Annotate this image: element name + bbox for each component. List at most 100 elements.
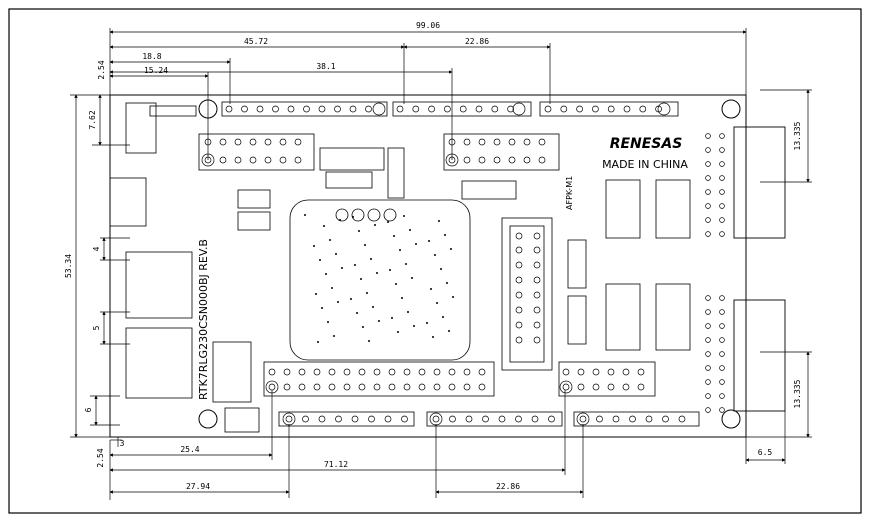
pin [373,368,381,376]
via [360,278,362,280]
pin [256,105,264,113]
pin [493,138,501,146]
via [317,341,319,343]
pin [719,309,725,315]
pin [515,291,523,299]
via [354,264,356,266]
pin [662,415,669,423]
header-upper-left [198,133,315,171]
dim-22-86-bottom: 22.86 [496,482,520,491]
pin [478,156,486,164]
pin [279,138,287,146]
pin [508,138,516,146]
pin [388,368,396,376]
pin [475,105,483,113]
pin [234,138,242,146]
pin [463,138,471,146]
left-components [109,102,271,433]
via [415,243,417,245]
via [426,322,428,324]
pin [523,156,531,164]
dim-71-12: 71.12 [324,460,348,469]
pin [507,105,514,113]
pin [428,105,435,113]
pin [607,383,615,391]
via [376,272,378,274]
via [378,320,380,322]
via [440,268,442,270]
dim-overall-height: 53.34 [64,254,73,278]
right-edge-pins [705,133,725,413]
via [442,316,444,318]
pin [705,337,711,343]
via [430,288,432,290]
pin [498,415,506,423]
jst-connectors [567,179,691,351]
header-bottom-2 [426,411,563,427]
pin [719,393,725,399]
pin [629,415,636,423]
header-top-2 [392,101,532,117]
pin [533,276,541,284]
dim-22-86-top: 22.86 [465,37,489,46]
via [372,306,374,308]
pin [533,261,541,269]
pin [560,105,568,113]
pin [285,415,293,423]
via [411,277,413,279]
pin [705,351,711,357]
pin [719,295,725,301]
pin [719,323,725,329]
via [399,249,401,251]
pin-1-marker [429,412,443,426]
via [335,253,337,255]
pin [623,105,631,113]
via [333,335,335,337]
via [358,230,360,232]
via [452,296,454,298]
dim-3: 3 [120,439,125,448]
dim-left-2-54-bottom: 2.54 [96,448,105,467]
pin [328,368,336,376]
pin [531,415,539,423]
dim-4: 4 [92,246,101,251]
pin [268,368,276,376]
dim-7-62: 7.62 [88,110,97,129]
pin [705,203,711,209]
via [331,287,333,289]
via [370,258,372,260]
via [325,273,327,275]
pin [313,383,321,391]
pin [478,368,486,376]
pin [482,415,489,423]
pin [294,156,302,164]
pin [463,368,471,376]
pin [298,368,306,376]
pin [515,232,523,240]
pin [719,189,725,195]
pin [719,351,725,357]
pin [719,203,725,209]
pin [562,368,570,376]
via [341,267,343,269]
pin [607,368,615,376]
via [432,336,434,338]
pin [719,147,725,153]
pin [318,105,326,113]
pin [403,368,411,376]
pin [272,105,279,113]
pin [622,368,630,376]
pin [249,138,257,146]
via [391,317,393,319]
pin-1-marker [512,102,526,116]
pin [515,306,523,314]
dim-13-335-bottom: 13.335 [793,379,802,408]
brand-logo: RENESAS [610,136,683,152]
pin [358,368,366,376]
dimension-lines [70,28,812,500]
via [350,298,352,300]
pin-1-marker [372,102,386,116]
pin [515,261,523,269]
pin [705,231,711,237]
